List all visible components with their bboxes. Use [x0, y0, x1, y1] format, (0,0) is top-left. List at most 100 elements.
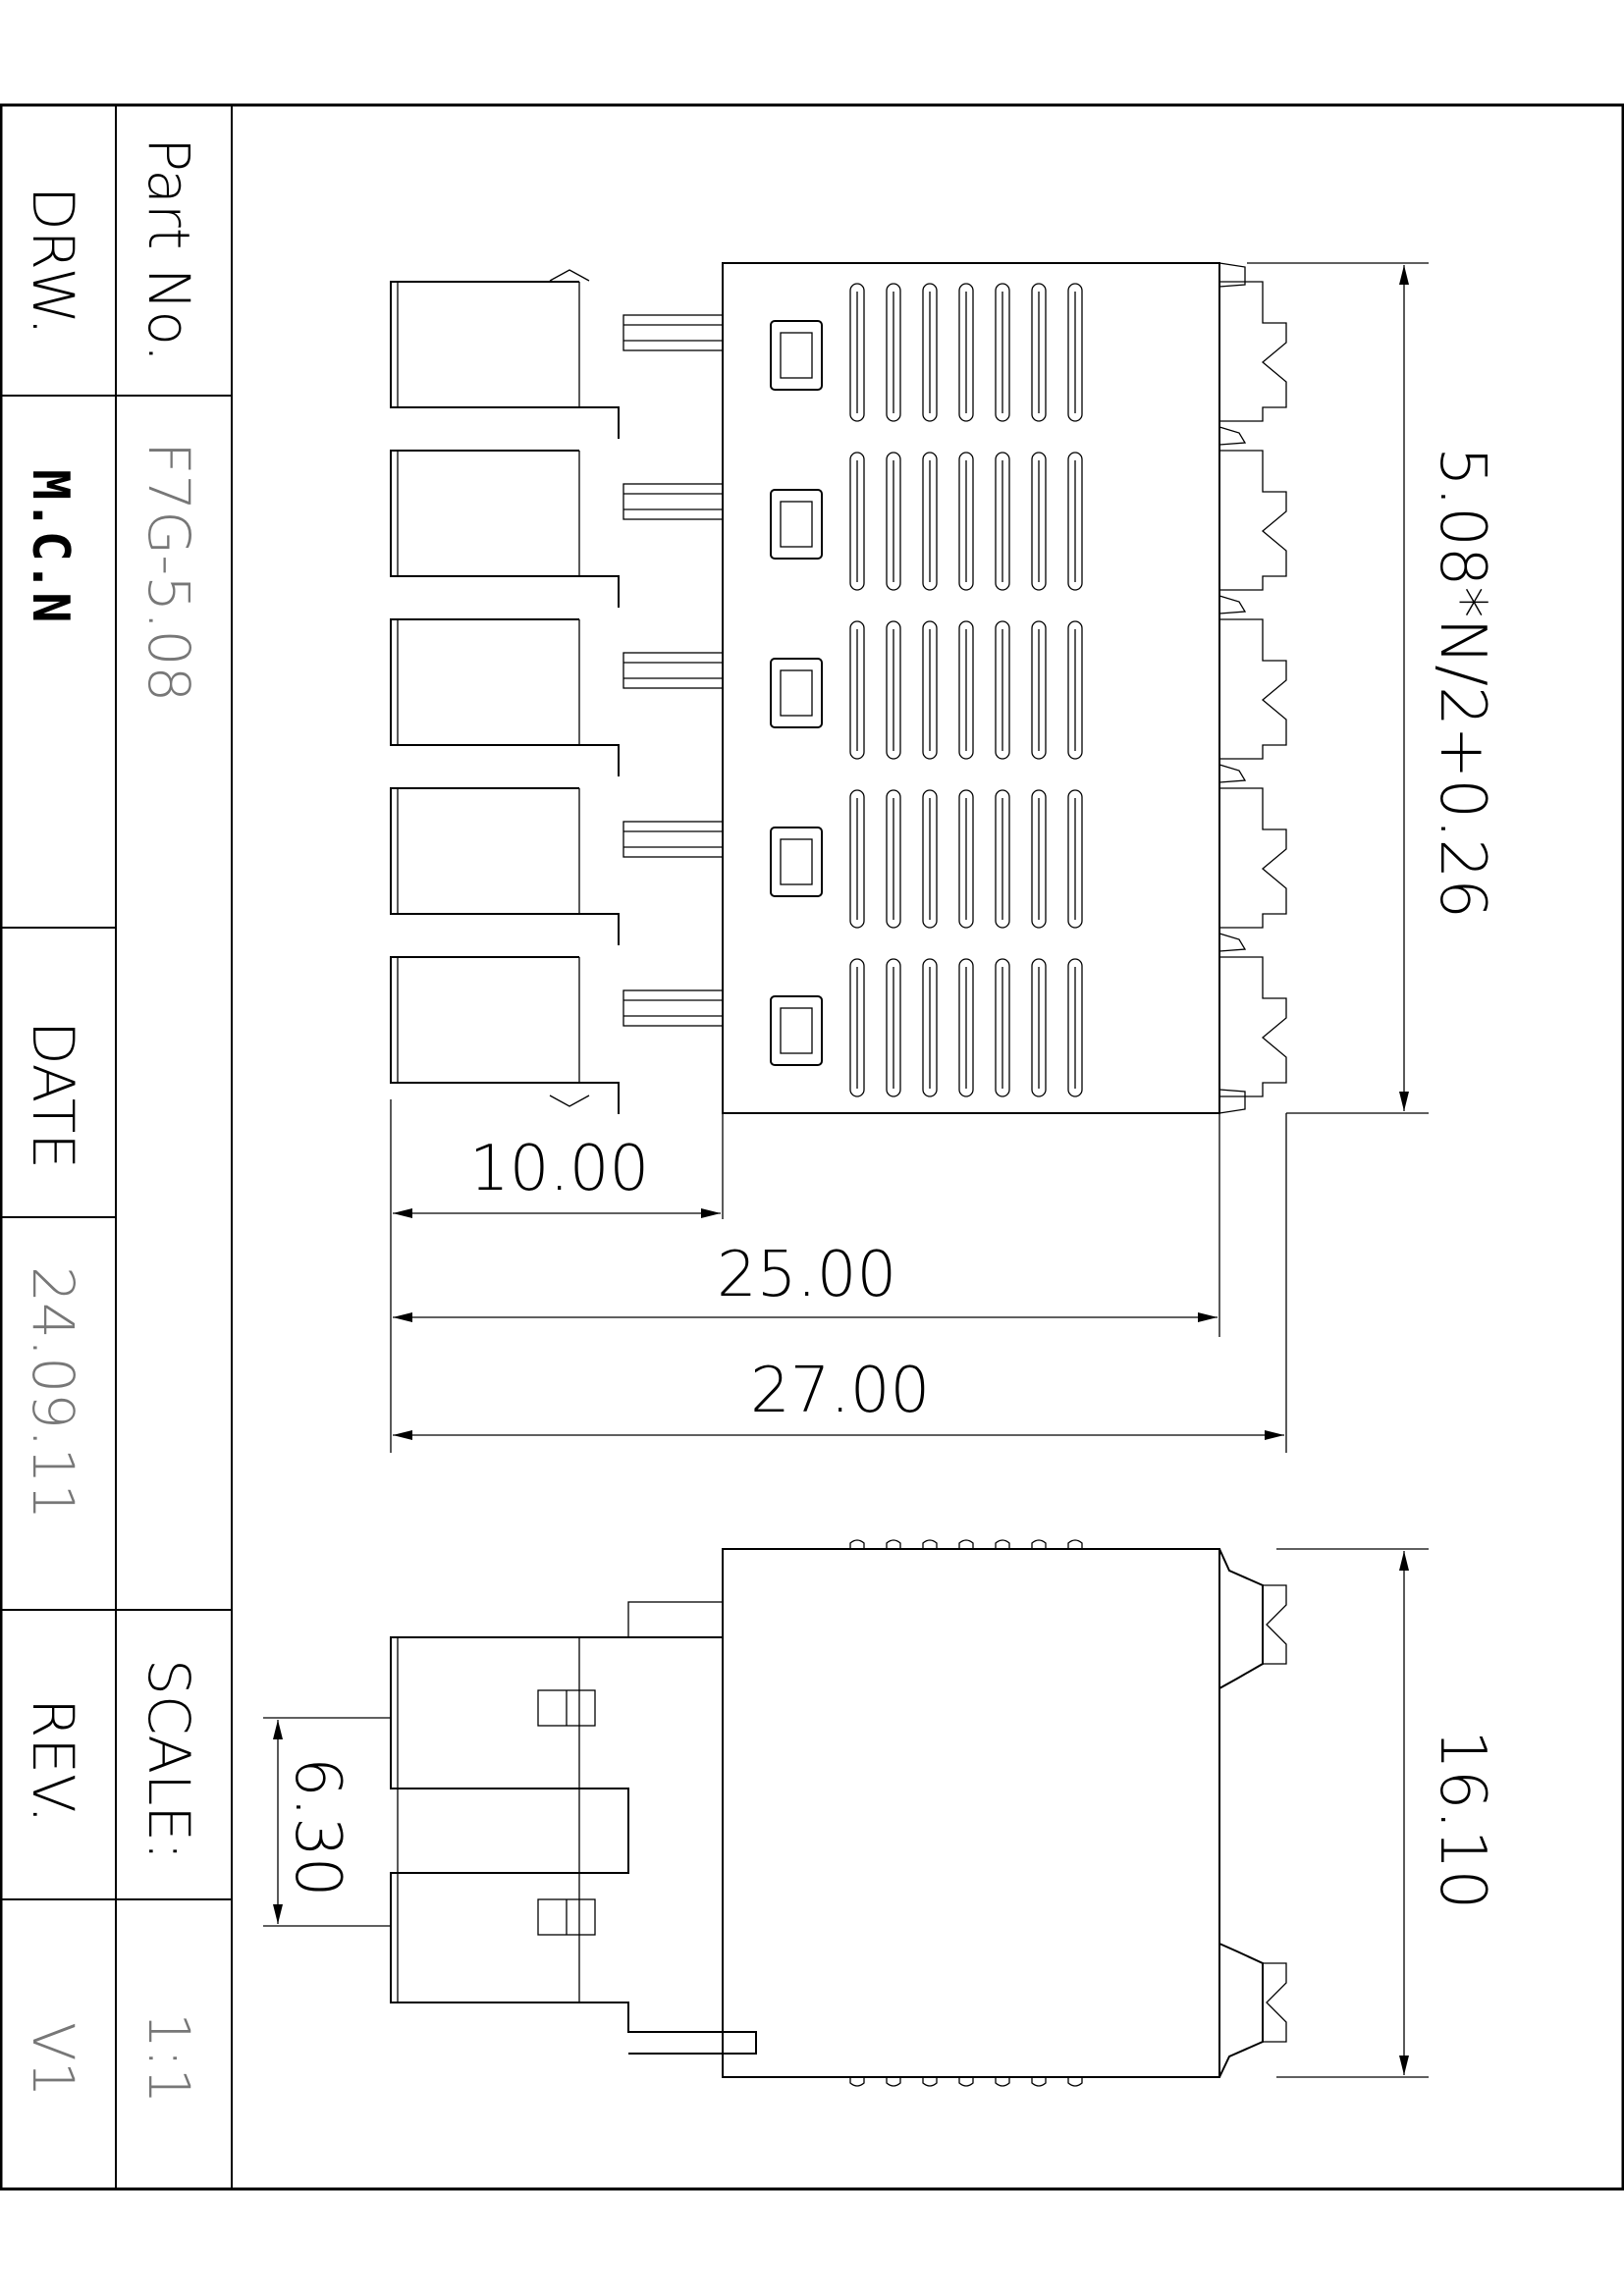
vent-rib	[922, 958, 938, 1097]
drw-value: M.C.N	[21, 469, 80, 623]
flange-tab	[1218, 764, 1247, 783]
pole-housing	[390, 956, 620, 1114]
vent-rib	[886, 283, 901, 422]
vent-rib	[1031, 958, 1047, 1097]
release-window	[770, 489, 823, 560]
date-label: DATE	[20, 1021, 86, 1169]
contact-pin	[623, 989, 724, 1027]
rib-bump-bottom	[922, 2077, 938, 2087]
rev-label: REV.	[20, 1698, 86, 1824]
rib-bump-bottom	[1067, 2077, 1083, 2087]
dimension-lines: 10.00 25.00 27.00 5.08*N/2+0.26 16.10 6.…	[263, 262, 1498, 2078]
dim-pitch-formula: 5.08*N/2+0.26	[1426, 447, 1498, 919]
vent-rib	[849, 620, 865, 760]
vent-rib	[1067, 283, 1083, 422]
scale-value: 1:1	[135, 2012, 202, 2104]
clamp-notch	[1219, 787, 1287, 929]
flange-tab	[1218, 426, 1247, 446]
flange-tab	[1218, 933, 1247, 952]
rib-bump-top	[958, 1539, 974, 1549]
vent-rib	[849, 958, 865, 1097]
part-no-label: Part No.	[135, 137, 202, 362]
dim-height: 16.10	[1426, 1730, 1498, 1909]
vent-rib	[1031, 620, 1047, 760]
vent-rib	[1067, 620, 1083, 760]
dim-10: 10.00	[469, 1133, 649, 1205]
title-block: Part No. F7G-5.08 DRW. M.C.N DATE 24.09.…	[1, 105, 233, 2189]
vent-rib	[1067, 789, 1083, 929]
rib-bump-top	[1067, 1539, 1083, 1549]
vent-rib	[958, 452, 974, 591]
clamp-notch	[1219, 618, 1287, 760]
release-window-inner	[780, 669, 813, 717]
date-value: 24.09.11	[20, 1266, 86, 1520]
vent-rib	[849, 283, 865, 422]
release-window	[770, 827, 823, 897]
rib-bump-bottom	[886, 2077, 901, 2087]
vent-rib	[995, 789, 1010, 929]
pole-housing	[390, 618, 620, 776]
release-window	[770, 320, 823, 391]
vent-rib	[922, 283, 938, 422]
pole-housing	[390, 281, 620, 439]
vent-rib	[1031, 283, 1047, 422]
clamp-notch	[1219, 281, 1287, 422]
vent-rib	[958, 620, 974, 760]
rib-bump-top	[1031, 1539, 1047, 1549]
part-no-value: F7G-5.08	[135, 442, 202, 702]
vent-rib	[995, 620, 1010, 760]
vent-rib	[886, 452, 901, 591]
vent-rib	[958, 958, 974, 1097]
release-window-inner	[780, 1007, 813, 1054]
vent-rib	[922, 452, 938, 591]
rib-bump-bottom	[995, 2077, 1010, 2087]
connector-side-view	[390, 1539, 1287, 2087]
release-window	[770, 995, 823, 1066]
rev-value: V1	[20, 2022, 86, 2098]
vent-rib	[1031, 452, 1047, 591]
vent-rib	[922, 620, 938, 760]
rib-bump-top	[922, 1539, 938, 1549]
release-window-inner	[780, 501, 813, 548]
contact-pin	[623, 652, 724, 689]
vent-rib	[958, 789, 974, 929]
dim-pin: 6.30	[281, 1757, 353, 1897]
vent-rib	[886, 789, 901, 929]
vent-rib	[995, 958, 1010, 1097]
rib-bump-top	[995, 1539, 1010, 1549]
rib-bump-bottom	[958, 2077, 974, 2087]
vent-rib	[922, 789, 938, 929]
vent-rib	[1067, 452, 1083, 591]
rib-bump-top	[849, 1539, 865, 1549]
pole-housing	[390, 787, 620, 945]
contact-pin	[623, 821, 724, 858]
rib-bump-top	[886, 1539, 901, 1549]
clamp-notch	[1219, 450, 1287, 591]
contact-pin	[623, 314, 724, 351]
vent-rib	[995, 283, 1010, 422]
vent-rib	[1067, 958, 1083, 1097]
contact-pin	[623, 483, 724, 520]
dim-25: 25.00	[717, 1239, 896, 1311]
drawing-border	[0, 103, 1624, 2191]
rib-bump-bottom	[849, 2077, 865, 2087]
pole-housing	[390, 450, 620, 608]
vent-rib	[886, 958, 901, 1097]
connector-poles	[390, 281, 1287, 1114]
dim-27: 27.00	[750, 1355, 930, 1427]
release-window	[770, 658, 823, 728]
drw-label: DRW.	[20, 187, 86, 336]
vent-rib	[849, 452, 865, 591]
release-window-inner	[780, 838, 813, 885]
release-window-inner	[780, 332, 813, 379]
vent-rib	[995, 452, 1010, 591]
clamp-notch	[1219, 956, 1287, 1097]
rib-bump-bottom	[1031, 2077, 1047, 2087]
vent-rib	[958, 283, 974, 422]
flange-tab	[1218, 595, 1247, 614]
vent-rib	[1031, 789, 1047, 929]
vent-rib	[849, 789, 865, 929]
scale-label: SCALE:	[135, 1659, 202, 1861]
vent-rib	[886, 620, 901, 760]
